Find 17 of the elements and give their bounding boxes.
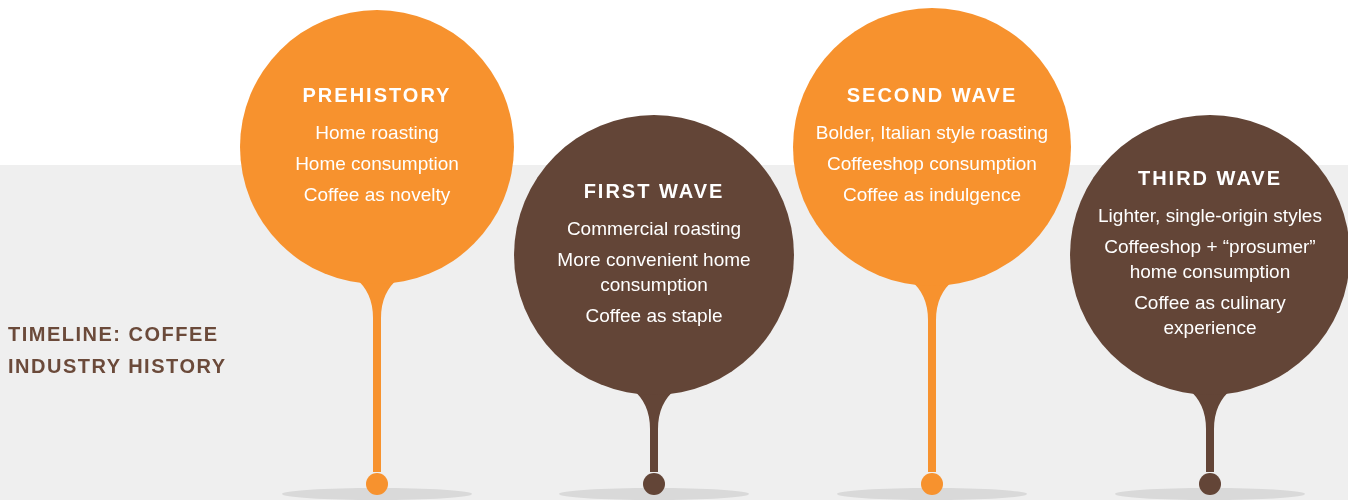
timeline-title: TIMELINE: COFFEE INDUSTRY HISTORY	[8, 322, 228, 379]
era-heading: FIRST WAVE	[583, 179, 725, 203]
era-feature: Home roasting	[315, 121, 439, 145]
era-feature: Coffee as culinary experience	[1133, 291, 1287, 340]
era-heading: PREHISTORY	[302, 84, 452, 107]
era-feature: Commercial roasting	[566, 216, 742, 241]
era-feature: Coffeeshop + “prosumer” home consumption	[1103, 235, 1317, 284]
era-feature: Coffee as indulgence	[842, 183, 1022, 207]
era-feature: More convenient home consumption	[556, 247, 752, 297]
era-feature: Coffeeshop consumption	[827, 152, 1037, 176]
era-feature: Coffee as staple	[585, 303, 723, 328]
era-feature: Coffee as novelty	[303, 183, 451, 207]
era-feature: Home consumption	[295, 152, 459, 176]
era-feature: Bolder, Italian style roasting	[815, 121, 1049, 145]
era-heading: THIRD WAVE	[1137, 167, 1283, 190]
era-heading: SECOND WAVE	[846, 84, 1018, 107]
era-feature: Lighter, single-origin styles	[1098, 204, 1322, 228]
